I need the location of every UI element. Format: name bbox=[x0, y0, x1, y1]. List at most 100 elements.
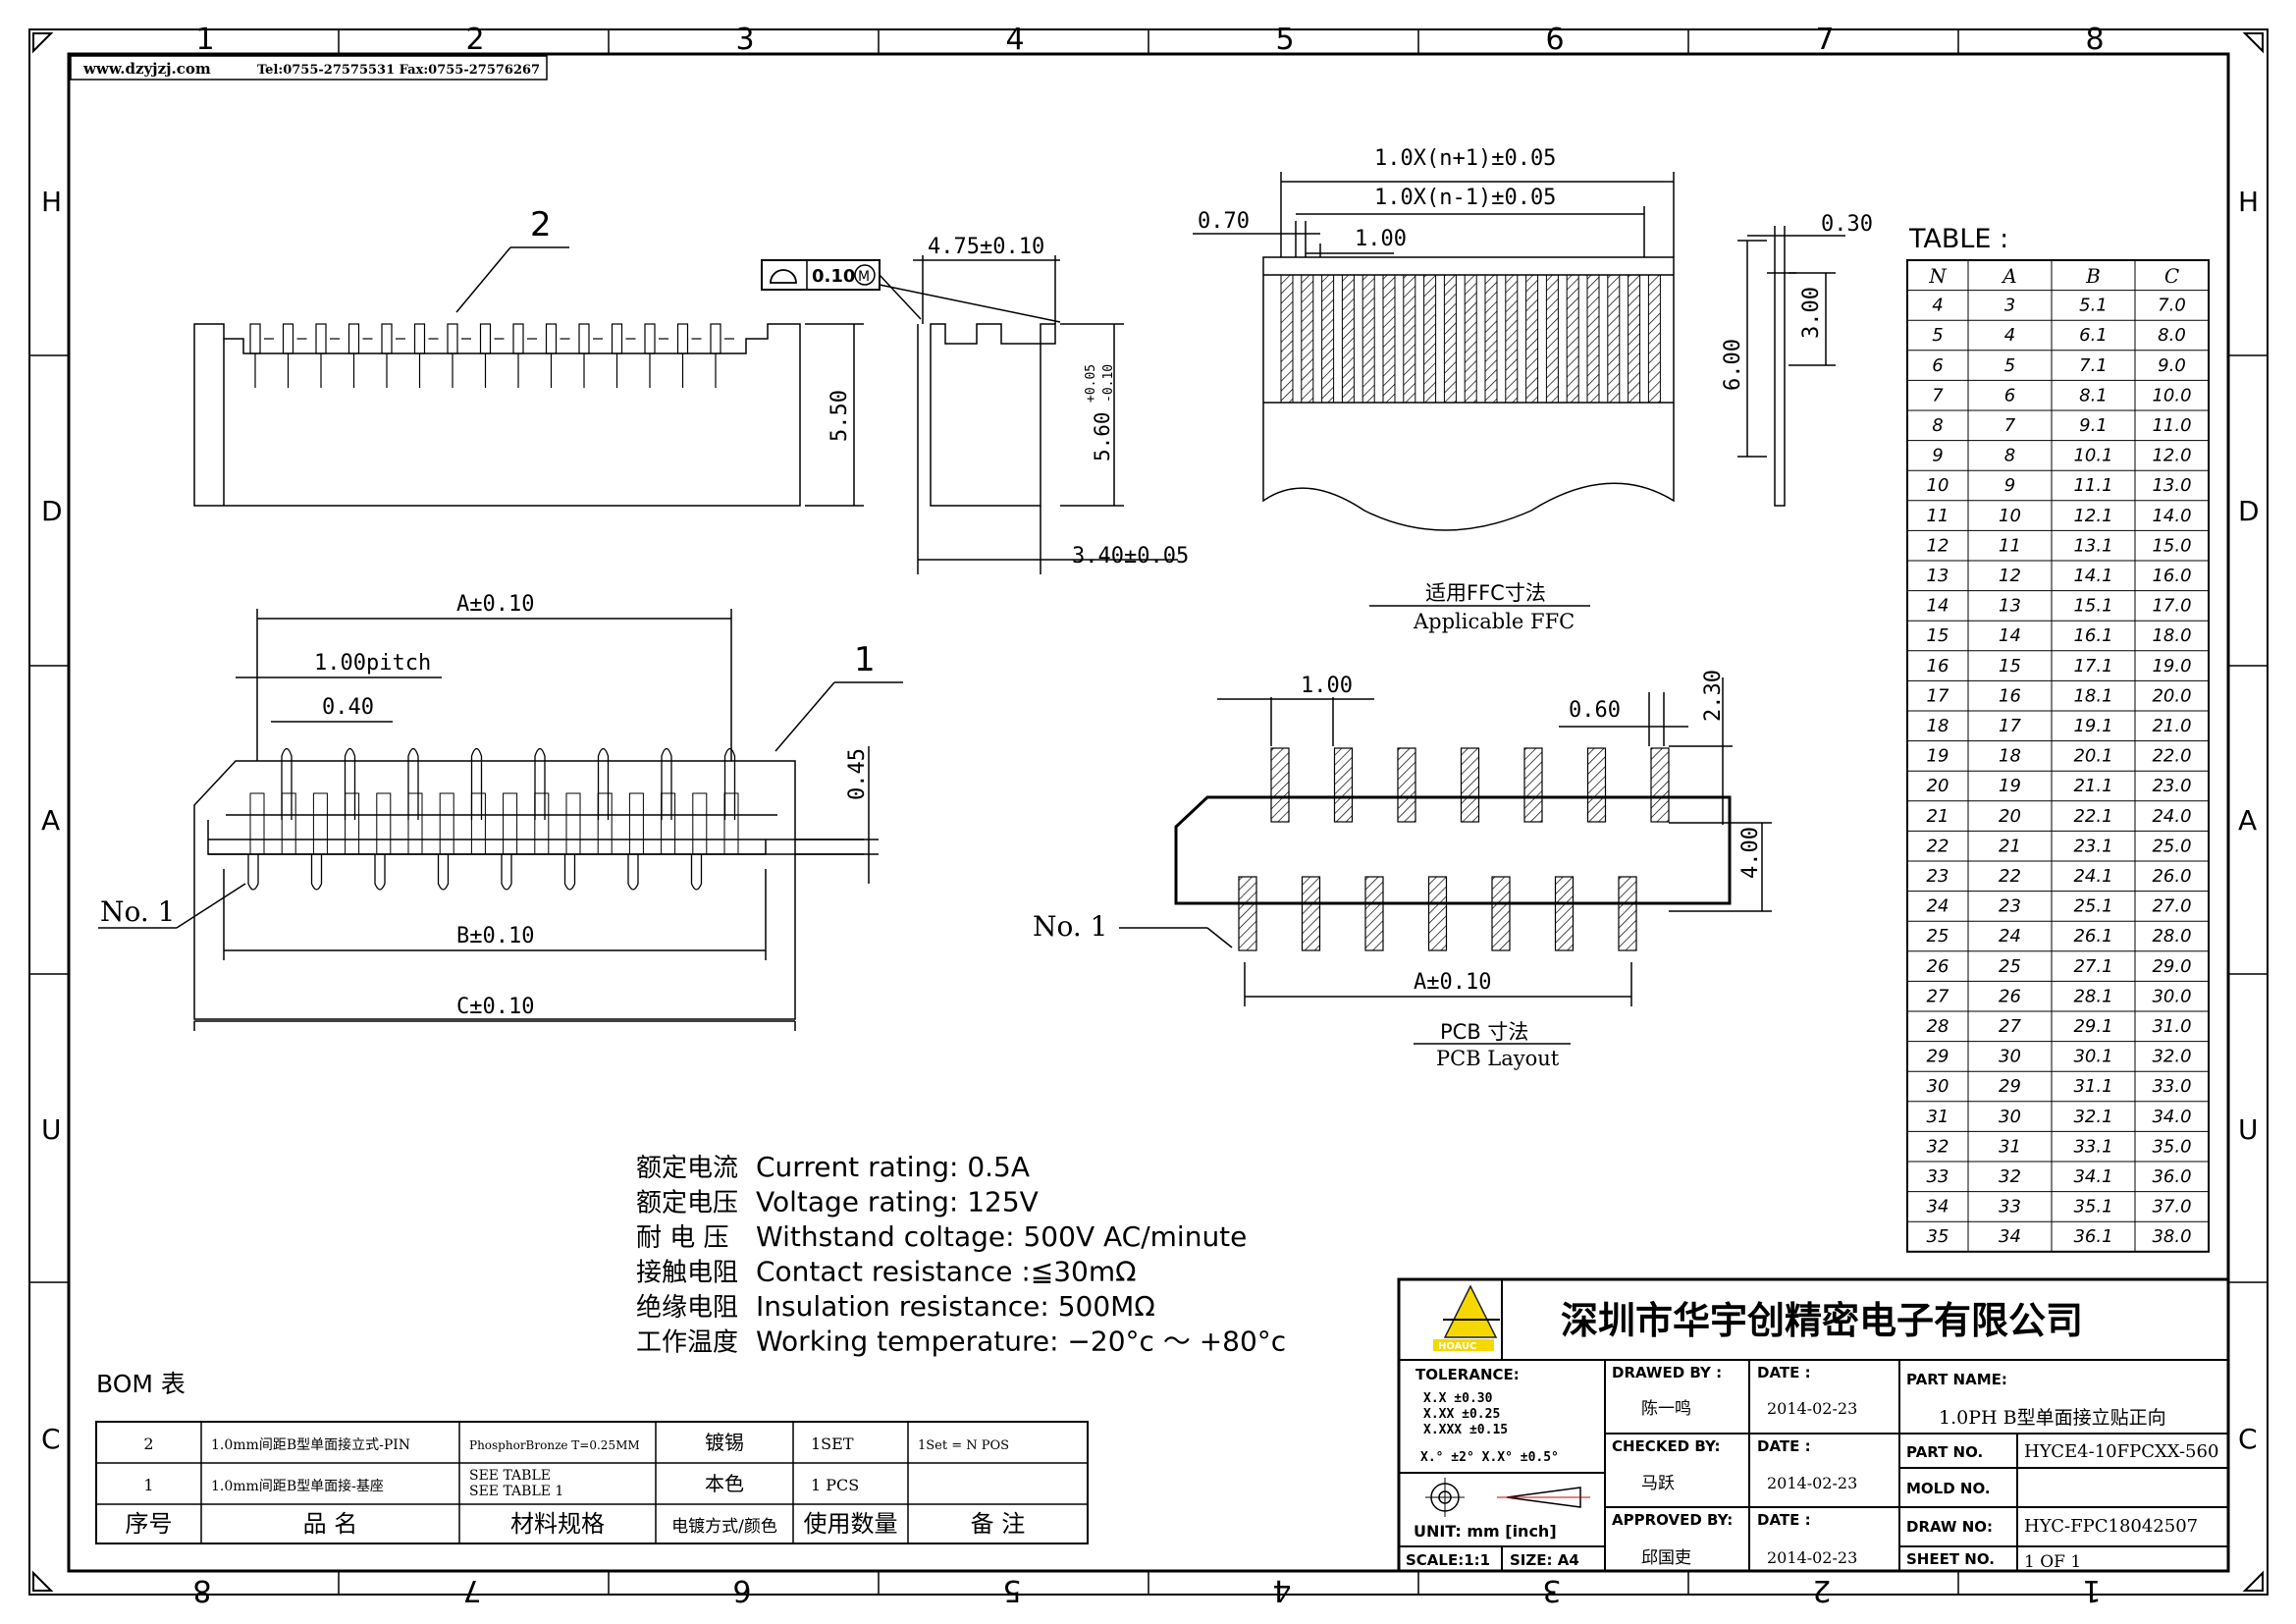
bom-header: 使用数量 bbox=[804, 1510, 898, 1538]
spec-text: Working temperature: −20°c ～ +80°c bbox=[756, 1326, 1286, 1358]
dim-n-plus-1: 1.0X(n+1)±0.05 bbox=[1374, 146, 1556, 171]
website-text: www.dzyjzj.com bbox=[82, 60, 211, 78]
front-pin-bottom bbox=[501, 854, 512, 891]
table-cell: 14.1 bbox=[2073, 566, 2112, 586]
tol-3: X.XXX ±0.15 bbox=[1423, 1423, 1508, 1437]
table-cell: 21 bbox=[1927, 806, 1949, 827]
table-cell: 9 bbox=[1932, 446, 1943, 466]
bom-title: BOM 表 bbox=[96, 1370, 186, 1398]
dim-n-minus-1: 1.0X(n-1)±0.05 bbox=[1374, 186, 1556, 210]
zone-col-bottom: 1 bbox=[2082, 1573, 2101, 1607]
pcb-pad-bottom bbox=[1491, 876, 1511, 951]
table-cell: 6 bbox=[1932, 355, 1943, 376]
dim-4-75: 4.75±0.10 bbox=[928, 235, 1044, 259]
side-pin bbox=[447, 323, 458, 354]
tol-1: X.X ±0.30 bbox=[1423, 1391, 1493, 1406]
ffc-conductor bbox=[1403, 274, 1416, 404]
table-cell: 35.0 bbox=[2152, 1136, 2191, 1157]
zone-row-right: H bbox=[2238, 186, 2259, 218]
approved-by: 邱国吏 bbox=[1641, 1548, 1691, 1568]
side-pin bbox=[710, 323, 721, 354]
ffc-conductor bbox=[1505, 274, 1519, 404]
table-cell: 13 bbox=[1999, 596, 2021, 617]
dim-6-00: 6.00 bbox=[1721, 339, 1745, 391]
table-cell: 27.0 bbox=[2152, 896, 2191, 917]
dim-tol-up: +0.05 bbox=[1084, 364, 1098, 403]
pcb-pad-top bbox=[1397, 747, 1416, 823]
side-pin bbox=[282, 323, 294, 354]
dim-pcb-A: A±0.10 bbox=[1414, 970, 1491, 995]
table-cell: 35.1 bbox=[2073, 1197, 2112, 1218]
zone-col-bottom: 5 bbox=[1002, 1573, 1021, 1607]
bom-cell: 镀锡 bbox=[705, 1431, 744, 1454]
table-cell: 19.1 bbox=[2073, 716, 2112, 736]
pcb-pad-top bbox=[1523, 747, 1543, 823]
zone-col-top: 1 bbox=[196, 23, 215, 57]
dim-0-30: 0.30 bbox=[1821, 212, 1873, 237]
table-cell: 11 bbox=[1999, 535, 2021, 556]
table-cell: 23.1 bbox=[2073, 836, 2112, 856]
bom-frame bbox=[95, 1421, 1089, 1544]
ffc-conductor bbox=[1484, 274, 1498, 404]
zone-col-bottom: 8 bbox=[192, 1573, 211, 1607]
table-cell: 29 bbox=[1927, 1047, 1949, 1067]
table-cell: 12 bbox=[1999, 566, 2021, 586]
table-cell: 3 bbox=[2004, 296, 2015, 316]
front-pin-bottom bbox=[563, 854, 576, 891]
front-contact bbox=[439, 792, 454, 855]
spec-label-cn: 绝缘电阻 bbox=[636, 1293, 738, 1323]
date-label-2: DATE : bbox=[1757, 1437, 1811, 1455]
side-pin bbox=[381, 323, 393, 354]
table-cell: 31.1 bbox=[2073, 1076, 2112, 1097]
bom-header: 备 注 bbox=[971, 1510, 1026, 1538]
table-cell: 30 bbox=[1999, 1107, 2021, 1127]
table-cell: 33 bbox=[1927, 1166, 1949, 1187]
dim-0-45: 0.45 bbox=[845, 748, 870, 800]
zone-row-right: A bbox=[2238, 804, 2257, 837]
front-pin-bottom bbox=[437, 854, 450, 891]
draw-no: HYC-FPC18042507 bbox=[2024, 1516, 2198, 1537]
table-cell: 32.1 bbox=[2073, 1107, 2112, 1127]
ffc-conductor bbox=[1545, 274, 1559, 404]
table-cell: 4 bbox=[2004, 325, 2015, 346]
spec-text: Current rating: 0.5A bbox=[756, 1151, 1030, 1183]
front-contact bbox=[565, 792, 581, 855]
table-cell: 27.1 bbox=[2073, 956, 2112, 977]
size-label: SIZE: A4 bbox=[1510, 1551, 1579, 1569]
table-cell: 6 bbox=[2004, 385, 2015, 406]
date-2: 2014-02-23 bbox=[1767, 1474, 1857, 1492]
table-cell: 26.1 bbox=[2073, 926, 2112, 947]
table-cell: 30 bbox=[1999, 1047, 2021, 1067]
part-no-label: PART NO. bbox=[1906, 1443, 1983, 1461]
table-cell: 34.1 bbox=[2073, 1166, 2112, 1187]
bom-cell: SEE TABLE 1 bbox=[469, 1484, 563, 1499]
pcb-pad-bottom bbox=[1618, 876, 1637, 951]
table-cell: 10.0 bbox=[2152, 385, 2191, 406]
zone-col-bottom: 7 bbox=[462, 1573, 481, 1607]
front-contact bbox=[281, 792, 296, 855]
table-header: N bbox=[1928, 264, 1948, 288]
ffc-conductor bbox=[1341, 274, 1355, 404]
front-pin-top bbox=[661, 747, 672, 820]
spec-text: Contact resistance :≦30mΩ bbox=[756, 1256, 1137, 1288]
draw-no-label: DRAW NO: bbox=[1906, 1518, 1993, 1536]
front-view: A±0.10 1.00pitch 0.40 0.45 B±0.10 C±0.10… bbox=[98, 592, 903, 1031]
front-contact bbox=[470, 792, 486, 855]
side-pin bbox=[413, 323, 426, 354]
front-contact bbox=[661, 792, 676, 855]
table-cell: 23 bbox=[1927, 866, 1949, 887]
tol-2: X.XX ±0.25 bbox=[1423, 1407, 1500, 1422]
pcb-pad-top bbox=[1460, 747, 1480, 823]
table-cell: 12.0 bbox=[2152, 446, 2191, 466]
table-cell: 8 bbox=[2004, 446, 2015, 466]
front-contact bbox=[534, 792, 550, 855]
spec-text: Voltage rating: 125V bbox=[756, 1186, 1039, 1218]
table-cell: 28 bbox=[1927, 1016, 1949, 1037]
table-cell: 17 bbox=[1927, 685, 1949, 706]
table-cell: 15 bbox=[1927, 625, 1949, 646]
corner-mark bbox=[2242, 32, 2264, 54]
table-cell: 24.0 bbox=[2152, 806, 2191, 827]
table-cell: 19 bbox=[1999, 776, 2021, 796]
